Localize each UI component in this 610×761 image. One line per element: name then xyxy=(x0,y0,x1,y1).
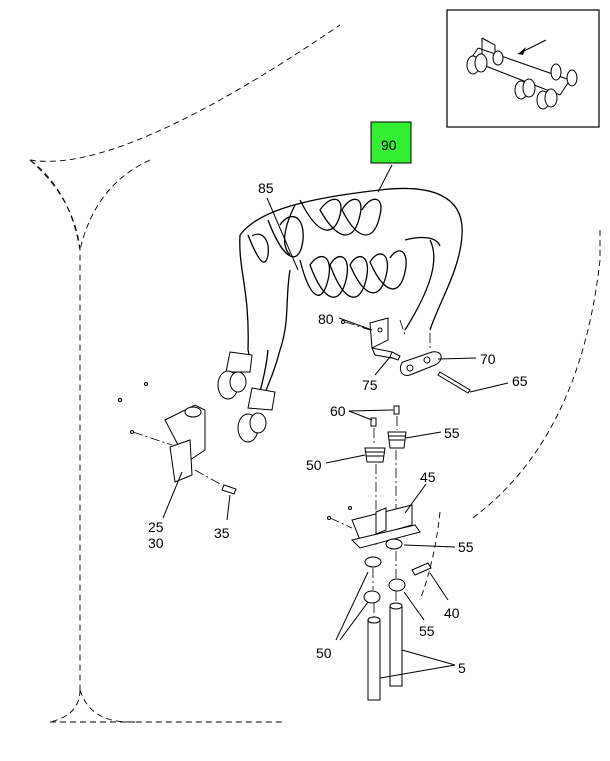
bracket-45 xyxy=(327,504,421,549)
clamp-70 xyxy=(399,319,471,394)
truck-chassis-locator-icon xyxy=(466,37,578,110)
callout-leaders xyxy=(162,164,509,679)
callout-25[interactable]: 25 xyxy=(148,519,164,535)
bracket-25 xyxy=(118,382,237,495)
inset-locator xyxy=(446,9,600,128)
callout-5[interactable]: 5 xyxy=(458,660,466,676)
callout-35[interactable]: 35 xyxy=(214,525,230,541)
callout-50-upper[interactable]: 50 xyxy=(306,457,322,473)
glad-hand-couplers xyxy=(217,351,276,443)
callout-90[interactable]: 90 xyxy=(381,137,397,153)
callout-50-lower[interactable]: 50 xyxy=(316,645,332,661)
callout-55-middle[interactable]: 55 xyxy=(458,539,474,555)
callout-60[interactable]: 60 xyxy=(330,403,346,419)
tube-5 xyxy=(367,591,403,701)
callout-55-lower[interactable]: 55 xyxy=(419,623,435,639)
callout-30[interactable]: 30 xyxy=(148,535,164,551)
lower-fittings xyxy=(363,538,432,604)
callout-75[interactable]: 75 xyxy=(362,377,378,393)
callout-55-upper[interactable]: 55 xyxy=(444,425,460,441)
callout-45[interactable]: 45 xyxy=(420,469,436,485)
coiled-hose-assembly xyxy=(239,187,463,401)
callout-85[interactable]: 85 xyxy=(258,180,274,196)
callout-70[interactable]: 70 xyxy=(480,351,496,367)
callout-labels: 90 85 80 70 75 65 60 55 50 45 55 40 55 5… xyxy=(148,137,528,676)
callout-80[interactable]: 80 xyxy=(318,311,334,327)
bracket-80 xyxy=(341,317,401,361)
cab-panel-outline xyxy=(29,24,601,723)
callout-65[interactable]: 65 xyxy=(512,373,528,389)
highlight-box-90 xyxy=(370,121,412,164)
upper-fittings xyxy=(364,405,407,545)
callout-40[interactable]: 40 xyxy=(444,605,460,621)
